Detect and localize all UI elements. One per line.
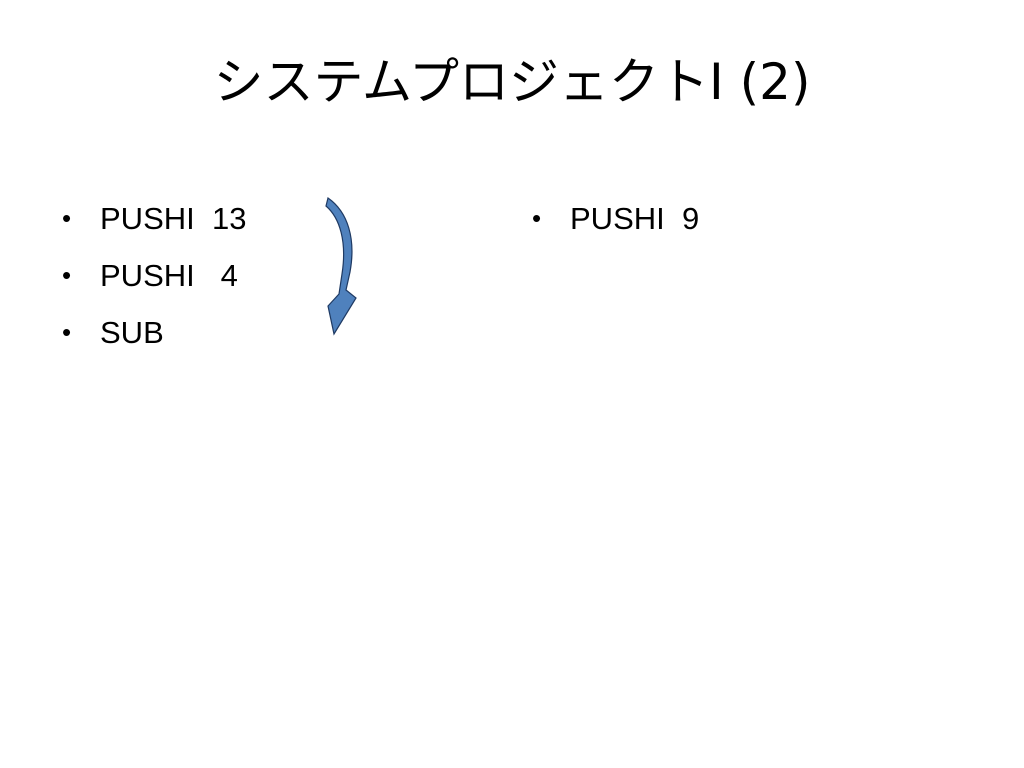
bullet-icon: • xyxy=(62,260,72,290)
list-item-text: PUSHI 9 xyxy=(570,200,700,236)
list-item: • PUSHI 4 xyxy=(62,247,246,304)
slide-title: システムプロジェクトⅠ (2) xyxy=(213,53,811,111)
list-item-text: PUSHI 13 xyxy=(100,200,247,236)
bullet-icon: • xyxy=(62,203,72,233)
list-item-text: PUSHI 4 xyxy=(100,257,238,293)
bullet-icon: • xyxy=(532,203,542,233)
list-item: • SUB xyxy=(62,304,246,361)
list-item: • PUSHI 9 xyxy=(532,190,699,247)
curved-down-arrow-icon xyxy=(325,197,357,336)
list-item-text: SUB xyxy=(100,314,164,350)
arrow-shape xyxy=(325,197,357,336)
left-bullet-list: • PUSHI 13 • PUSHI 4 • SUB xyxy=(62,190,246,361)
list-item: • PUSHI 13 xyxy=(62,190,246,247)
right-bullet-list: • PUSHI 9 xyxy=(532,190,699,247)
bullet-icon: • xyxy=(62,317,72,347)
